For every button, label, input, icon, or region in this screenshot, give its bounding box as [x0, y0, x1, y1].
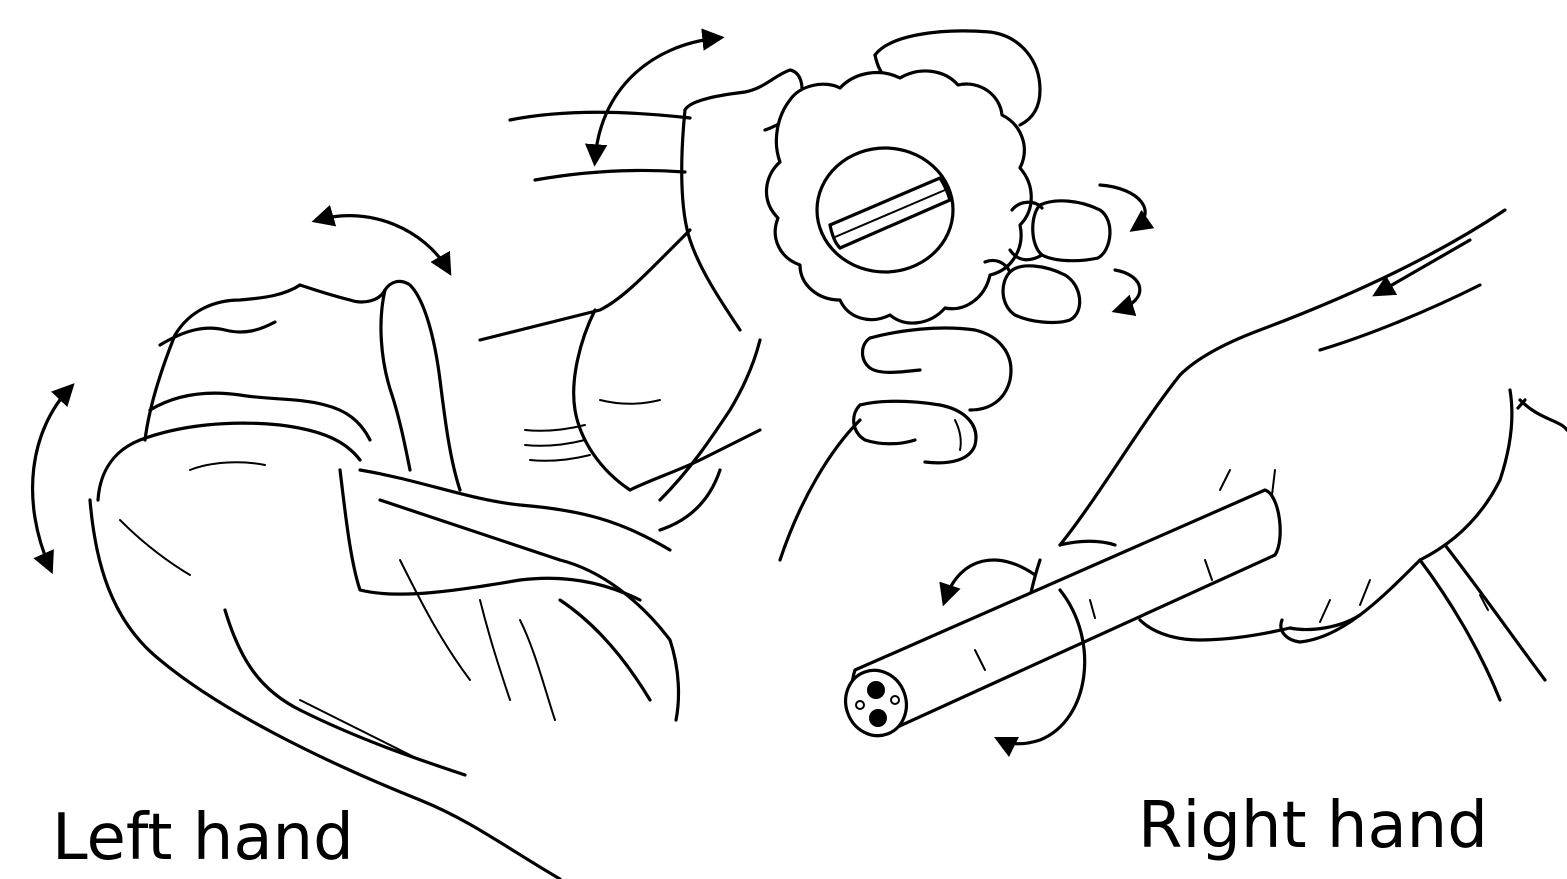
left-hand-label: Left hand [52, 806, 354, 870]
double-headed-curved-arrow-icon [595, 38, 718, 160]
curved-rotation-arrow-icon [1115, 270, 1140, 310]
left-hand-drawing [90, 281, 678, 879]
double-headed-curved-arrow-icon [318, 216, 448, 270]
straight-arrow-icon [1378, 240, 1470, 293]
control-head-drawing [480, 31, 1110, 560]
curved-rotation-arrow-icon [945, 560, 1035, 600]
right-hand-label: Right hand [1138, 794, 1488, 858]
double-headed-curved-arrow-icon [33, 388, 70, 568]
motion-arrows [33, 38, 1470, 744]
